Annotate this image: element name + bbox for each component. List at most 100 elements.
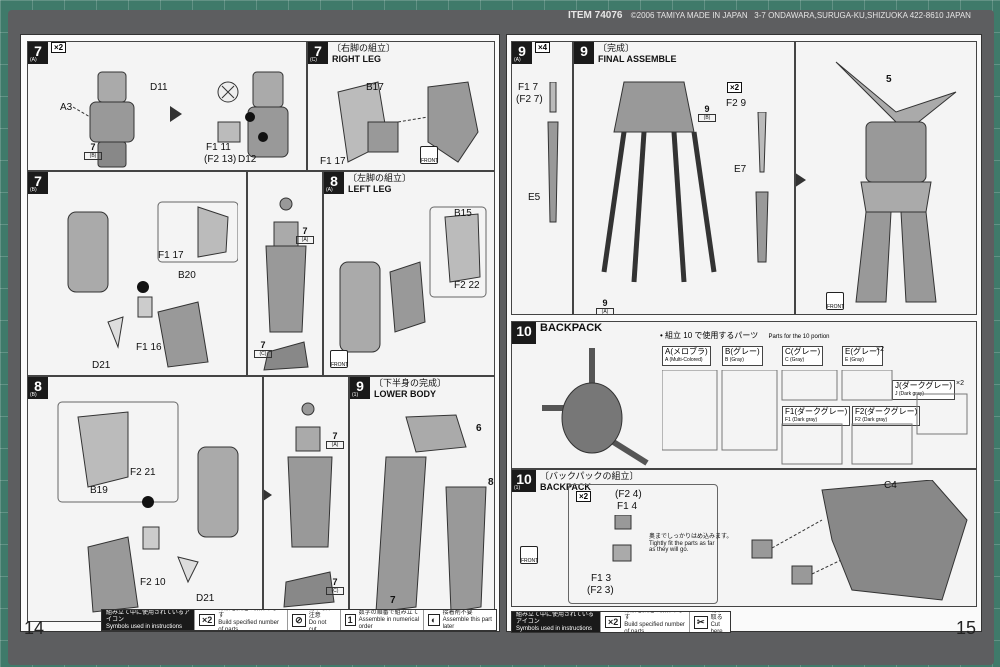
thruster-drawing <box>547 82 559 223</box>
part-f2-3-label: (F2 3) <box>587 585 614 596</box>
part-d11-label: D11 <box>150 82 168 93</box>
part-c4-label: C4 <box>884 480 897 491</box>
step-title-en: LOWER BODY <box>374 389 436 399</box>
step-7c-panel: 7(C) 〔右脚の組立〕RIGHT LEG B17 F1 17 FRONT <box>307 41 495 171</box>
step-8a-panel: 8(A) 〔左脚の組立〕LEFT LEG B15 F2 22 FRONT <box>323 171 495 376</box>
part-8-label: 8 <box>488 477 494 488</box>
step-7b-result-panel: 7(A) 7(C) <box>247 171 323 376</box>
part-f1-16-label: F1 16 <box>136 342 162 353</box>
step-10b-panel: 10(1) 〔バックパックの組立〕BACKPACK FRONT ×2 (F2 4… <box>511 469 977 607</box>
page-right: 9(A) ×4 F1 7 (F2 7) E5 9 〔完成〕FINAL ASSEM… <box>506 34 982 633</box>
sprue-c-label: C(グレー)C (Gray) <box>782 346 824 366</box>
step-9c-panel: 9 〔完成〕FINAL ASSEMBLE 9(B) 9(A) ×2 F2 9 E… <box>573 41 795 315</box>
part-b19-label: B19 <box>90 485 108 496</box>
step-title-en: FINAL ASSEMBLE <box>598 54 677 64</box>
step-title-en: BACKPACK <box>540 322 603 334</box>
part-b17-label: B17 <box>366 82 384 93</box>
page-number-right: 15 <box>956 618 977 638</box>
part-f1-3-label: F1 3 <box>591 573 612 584</box>
knee-joint-drawing <box>217 71 289 158</box>
step-10a-panel: 10 BACKPACK • 組立 10 で使用するパーツ Parts for t… <box>511 321 977 469</box>
page-left: 7(A) ×2 A3 D11 7(B) F1 11 <box>20 34 500 632</box>
body-thrusters-drawing <box>601 81 717 283</box>
step-number: 8(A) <box>324 172 344 194</box>
step-7b-header: 7(B) <box>28 172 48 194</box>
step-10a-header: 10 BACKPACK <box>512 322 602 344</box>
page-number-left: 14 <box>24 618 45 638</box>
step-7b-panel: 7(B) F1 17 B20 F1 16 D21 <box>27 171 247 376</box>
step-7c-header: 7(C) 〔右脚の組立〕RIGHT LEG <box>308 42 395 65</box>
part-a3-label: A3 <box>60 102 73 113</box>
step-title-en: BACKPACK <box>540 482 591 492</box>
part-e5-label: E5 <box>528 192 541 203</box>
ref-step-7-top: 7(A) <box>326 431 344 449</box>
step-title-jp: 〔完成〕 <box>598 43 635 53</box>
arrow-icon <box>170 106 182 122</box>
ref-step-7-bottom: 7(C) <box>254 340 272 358</box>
step-title-jp: 〔下半身の完成〕 <box>374 378 447 388</box>
right-leg-drawing <box>337 81 479 163</box>
part-b15-label: B15 <box>454 208 472 219</box>
front-icon: FRONT <box>826 292 844 310</box>
part-7-label: 7 <box>390 595 396 606</box>
step-title-en: RIGHT LEG <box>332 54 381 64</box>
multiply-badge: ×2 <box>51 42 67 53</box>
part-f2-4-label: (F2 4) <box>615 489 642 500</box>
part-6-label: 6 <box>476 423 482 434</box>
copyright-text: ©2006 TAMIYA MADE IN JAPAN <box>630 11 748 20</box>
step-number: 8(B) <box>28 377 48 399</box>
hip-joint-drawing <box>72 71 135 168</box>
address-text: 3-7 ONDAWARA,SURUGA-KU,SHIZUOKA 422-8610… <box>754 11 971 20</box>
arrow-icon <box>796 172 806 188</box>
ref-step-9: 9(B) <box>698 104 716 122</box>
sprue-runners-drawing <box>662 370 968 465</box>
step-number: 9(1) <box>350 377 370 399</box>
part-f2-21-label: F2 21 <box>130 467 156 478</box>
step-7a-header: 7(A) ×2 <box>28 42 67 64</box>
item-code: ITEM 74076 <box>568 10 623 21</box>
shin-armor-drawing <box>67 201 238 368</box>
completed-model-drawing <box>835 61 957 303</box>
left-leg-drawing <box>339 206 487 353</box>
part-d12-label: D12 <box>238 154 257 165</box>
part-e7-label: E7 <box>734 164 747 175</box>
assembled-shin-drawing <box>263 197 309 371</box>
sprue-j-label: J(ダークグレー)J (Dark gray) <box>892 380 956 400</box>
part-f1-17-label: F1 17 <box>320 156 346 167</box>
step-8b-panel: 8(B) B19 F2 21 F2 10 D21 <box>27 376 263 622</box>
part-f1-11-label: F1 11 <box>206 142 231 153</box>
sprue-e-label: E(グレー)E (Gray) <box>842 346 883 366</box>
step-10b-header: 10(1) 〔バックパックの組立〕BACKPACK <box>512 470 639 493</box>
step-9c-header: 9 〔完成〕FINAL ASSEMBLE <box>574 42 677 65</box>
lower-body-drawing <box>375 414 487 613</box>
left-shin-drawing <box>57 401 239 613</box>
part-b20-label: B20 <box>178 270 196 281</box>
step-number: 7(C) <box>308 42 328 64</box>
multiply-badge: ×2 <box>727 82 743 93</box>
step-title-jp: 〔バックパックの組立〕 <box>540 471 639 481</box>
sprue-b-label: B(グレー)B (Gray) <box>722 346 763 366</box>
step-number: 9 <box>574 42 594 64</box>
step-number: 10(1) <box>512 470 536 492</box>
assembled-left-shin-drawing <box>283 402 335 608</box>
part-f1-17b-label: F1 17 <box>158 250 184 261</box>
parts-list-title: • 組立 10 で使用するパーツ Parts for the 10 portio… <box>660 331 830 340</box>
step-9a-panel: 9(1) 〔下半身の完成〕LOWER BODY 6 8 7 <box>349 376 495 622</box>
arrow-icon <box>264 487 272 503</box>
completed-model-panel: 5 FRONT <box>795 41 977 315</box>
front-icon: FRONT <box>520 546 538 564</box>
multiply-badge: ×2 <box>576 491 592 502</box>
step-9a-header: 9(1) 〔下半身の完成〕LOWER BODY <box>350 377 446 400</box>
part-f2-7-label: (F2 7) <box>516 94 543 105</box>
step-8a-header: 8(A) 〔左脚の組立〕LEFT LEG <box>324 172 411 195</box>
part-f2-22-label: F2 22 <box>454 280 480 291</box>
step-8b-result-panel: 7(A) 7(C) <box>263 376 349 622</box>
front-icon: FRONT <box>420 146 438 164</box>
part-f2-9-label: F2 9 <box>726 98 747 109</box>
